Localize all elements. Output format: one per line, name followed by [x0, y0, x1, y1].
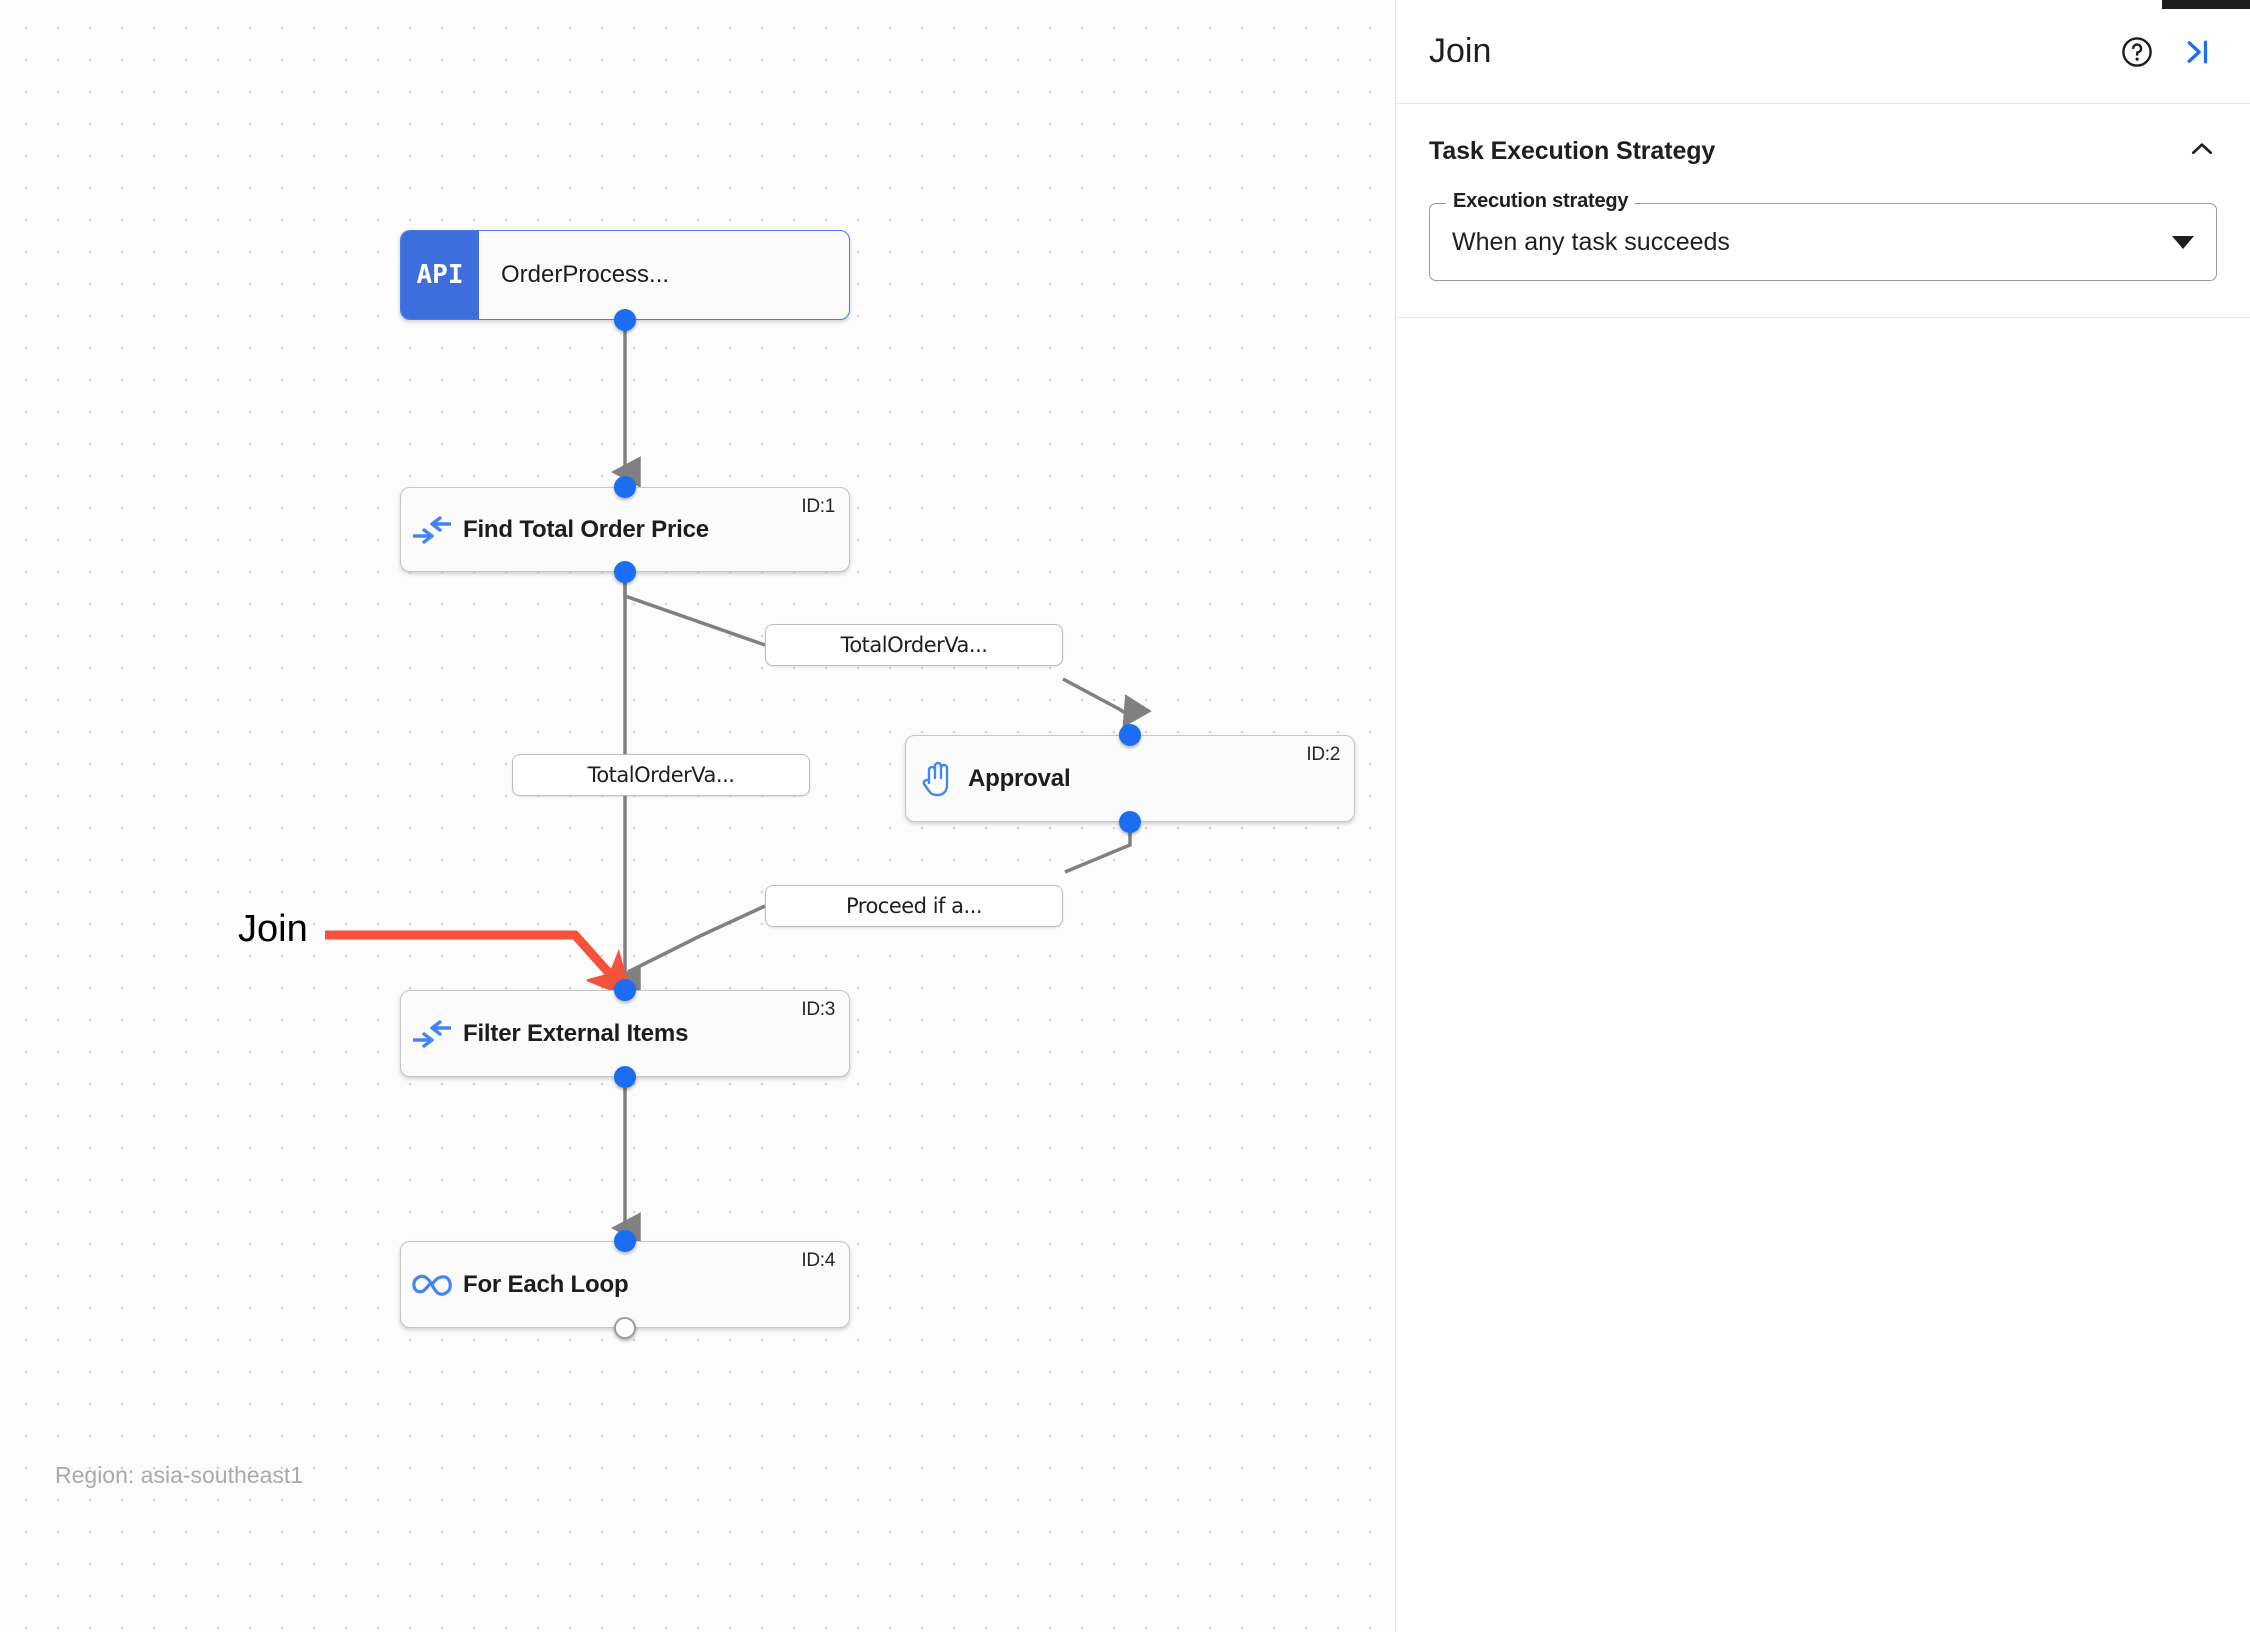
edge-label-total-order-value-2[interactable]: TotalOrderVa... [512, 754, 810, 796]
chevron-up-icon[interactable] [2187, 134, 2217, 169]
node-title: Find Total Order Price [463, 515, 709, 543]
node-find-total-order-price[interactable]: Find Total Order Price ID:1 [400, 487, 850, 572]
execution-strategy-select[interactable]: Execution strategy When any task succeed… [1429, 190, 2217, 281]
node-approval-output-port[interactable] [1119, 811, 1141, 833]
workflow-canvas[interactable]: Join API OrderProcess... Find Total Orde… [0, 0, 1395, 1632]
node-approval-input-port[interactable] [1119, 724, 1141, 746]
caret-down-icon[interactable] [2172, 235, 2194, 249]
panel-header: Join [1396, 0, 2250, 104]
annotation-arrow [325, 930, 617, 982]
hand-icon [906, 760, 968, 798]
edge-label-total-order-value-1[interactable]: TotalOrderVa... [765, 624, 1063, 666]
node-id-badge: ID:1 [801, 496, 835, 517]
node-order-process-output-port[interactable] [614, 309, 636, 331]
help-circle-icon[interactable] [2114, 29, 2160, 75]
merge-arrows-icon [401, 1019, 463, 1049]
node-id-badge: ID:4 [801, 1250, 835, 1271]
region-label: Region: asia-southeast1 [55, 1462, 304, 1488]
node-order-process[interactable]: API OrderProcess... [400, 230, 850, 320]
execution-strategy-label: Execution strategy [1446, 190, 1636, 213]
edge-label3-to-node3 [627, 904, 766, 974]
node-id-badge: ID:2 [1306, 744, 1340, 765]
section-header[interactable]: Task Execution Strategy [1429, 134, 2217, 169]
node-title: Filter External Items [463, 1019, 689, 1047]
section-title: Task Execution Strategy [1429, 137, 1716, 165]
node-for-each-loop-input-port[interactable] [614, 1230, 636, 1252]
task-execution-strategy-section: Task Execution Strategy Execution strate… [1396, 104, 2250, 318]
annotation-label: Join [238, 908, 308, 950]
node-find-total-order-price-output-port[interactable] [614, 561, 636, 583]
node-title: For Each Loop [463, 1270, 629, 1298]
edge-node2-to-label3 [1064, 822, 1132, 874]
node-for-each-loop[interactable]: For Each Loop ID:4 [400, 1241, 850, 1328]
edge-node1-to-label1 [623, 572, 766, 647]
node-filter-external-items-output-port[interactable] [614, 1066, 636, 1088]
node-for-each-loop-output-port[interactable] [614, 1317, 636, 1339]
node-filter-external-items[interactable]: Filter External Items ID:3 [400, 990, 850, 1077]
execution-strategy-value: When any task succeeds [1452, 227, 1730, 256]
merge-arrows-icon [401, 515, 463, 545]
api-badge-icon: API [401, 231, 479, 319]
window-top-strip [2162, 0, 2250, 9]
node-title: OrderProcess... [501, 261, 670, 288]
collapse-right-icon[interactable] [2174, 29, 2220, 75]
edge-label-proceed-if-approved[interactable]: Proceed if a... [765, 885, 1063, 927]
node-approval[interactable]: Approval ID:2 [905, 735, 1355, 822]
panel-title: Join [1429, 32, 1492, 70]
node-title: Approval [968, 764, 1071, 792]
infinity-icon [401, 1272, 463, 1298]
node-find-total-order-price-input-port[interactable] [614, 476, 636, 498]
node-filter-external-items-input-port[interactable] [614, 979, 636, 1001]
node-id-badge: ID:3 [801, 999, 835, 1020]
properties-panel: Join Task Execution Strategy [1395, 0, 2250, 1632]
edge-label1-to-node2 [1062, 677, 1152, 728]
